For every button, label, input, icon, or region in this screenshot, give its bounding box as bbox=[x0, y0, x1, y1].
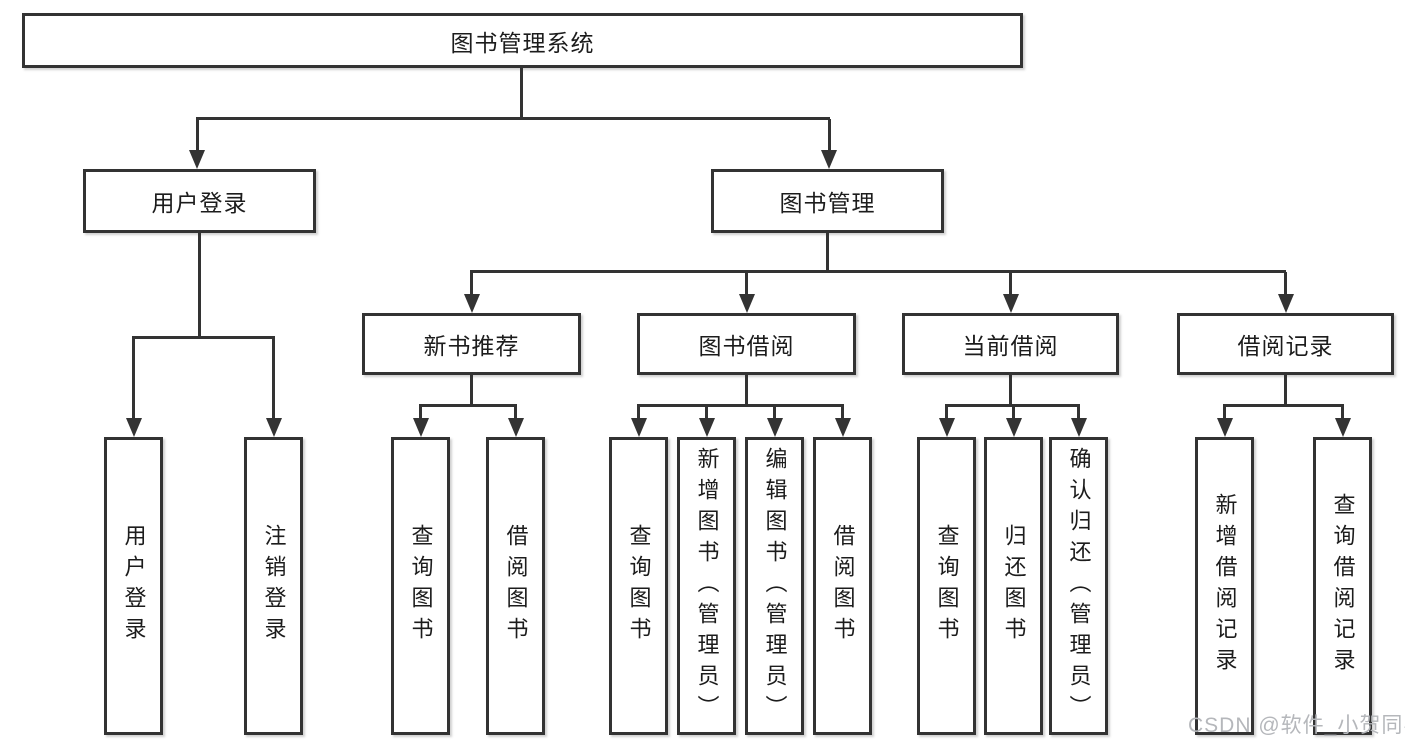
leaf-label: 查询借阅记录 bbox=[1330, 493, 1356, 679]
connector-bus-level3 bbox=[470, 270, 1286, 273]
leaf-label: 新增图书（管理员） bbox=[694, 446, 720, 726]
leaf-label: 归还图书 bbox=[1001, 524, 1027, 648]
leaf-label: 确认归还（管理员） bbox=[1066, 446, 1092, 726]
node-label: 图书借阅 bbox=[698, 333, 795, 359]
node-label: 图书管理 bbox=[779, 190, 876, 216]
arrow-to-leaf-nb-query bbox=[412, 406, 429, 437]
leaf-nb-borrow-books: 借阅图书 bbox=[486, 437, 545, 735]
node-label: 新书推荐 bbox=[423, 333, 520, 359]
node-label: 用户登录 bbox=[151, 190, 248, 216]
leaf-label: 查询图书 bbox=[934, 524, 960, 648]
connector-bus-new-book bbox=[419, 404, 517, 407]
leaf-label: 用户登录 bbox=[121, 524, 147, 648]
leaf-label: 借阅图书 bbox=[503, 524, 529, 648]
leaf-br-add-record: 新增借阅记录 bbox=[1195, 437, 1254, 735]
leaf-label: 查询图书 bbox=[626, 524, 652, 648]
leaf-cb-return-books: 归还图书 bbox=[984, 437, 1043, 735]
leaf-bb-edit-books-admin: 编辑图书（管理员） bbox=[745, 437, 804, 735]
arrow-to-leaf-cb-query bbox=[938, 406, 955, 437]
connector-book-mgmt-stem bbox=[826, 233, 829, 273]
leaf-logout: 注销登录 bbox=[244, 437, 303, 735]
node-label: 图书管理系统 bbox=[450, 29, 595, 56]
arrow-to-current-borrow bbox=[1002, 272, 1019, 313]
arrow-to-leaf-bb-edit bbox=[766, 406, 783, 437]
connector-root-stem bbox=[519, 68, 523, 119]
connector-bus-level2 bbox=[195, 117, 830, 120]
node-current-borrowing: 当前借阅 bbox=[902, 313, 1119, 375]
connector-bus-book-borrow bbox=[637, 404, 844, 407]
arrow-to-leaf-bb-borrow bbox=[834, 406, 851, 437]
node-borrowing-records: 借阅记录 bbox=[1177, 313, 1394, 375]
connector-borrow-record-stem bbox=[1284, 375, 1287, 406]
leaf-user-login: 用户登录 bbox=[104, 437, 163, 735]
arrow-to-leaf-bb-query bbox=[630, 406, 647, 437]
node-new-book-recommend: 新书推荐 bbox=[362, 313, 581, 375]
arrow-to-leaf-logout bbox=[265, 338, 282, 437]
node-user-login: 用户登录 bbox=[83, 169, 316, 233]
arrow-to-leaf-cb-confirm bbox=[1070, 406, 1087, 437]
leaf-cb-query-books: 查询图书 bbox=[917, 437, 976, 735]
arrow-to-leaf-user-login bbox=[125, 338, 142, 437]
arrow-to-book-borrow bbox=[738, 272, 755, 313]
connector-new-book-stem bbox=[470, 375, 473, 406]
leaf-bb-query-books: 查询图书 bbox=[609, 437, 668, 735]
leaf-label: 新增借阅记录 bbox=[1212, 493, 1238, 679]
connector-user-login-stem bbox=[198, 233, 201, 338]
leaf-label: 注销登录 bbox=[261, 524, 287, 648]
leaf-label: 查询图书 bbox=[408, 524, 434, 648]
arrow-to-leaf-cb-return bbox=[1005, 406, 1022, 437]
connector-bus-user-login bbox=[132, 336, 275, 339]
leaf-label: 编辑图书（管理员） bbox=[762, 446, 788, 726]
arrow-to-new-book bbox=[463, 272, 480, 313]
node-label: 当前借阅 bbox=[962, 333, 1059, 359]
arrow-to-leaf-nb-borrow bbox=[507, 406, 524, 437]
arrow-to-book-mgmt bbox=[821, 119, 837, 169]
node-book-borrowing: 图书借阅 bbox=[637, 313, 856, 375]
connector-current-borrow-stem bbox=[1009, 375, 1012, 406]
leaf-nb-query-books: 查询图书 bbox=[391, 437, 450, 735]
leaf-label: 借阅图书 bbox=[830, 524, 856, 648]
leaf-cb-confirm-return-admin: 确认归还（管理员） bbox=[1049, 437, 1108, 735]
leaf-br-query-record: 查询借阅记录 bbox=[1313, 437, 1372, 735]
node-library-system: 图书管理系统 bbox=[22, 13, 1023, 68]
leaf-bb-add-books-admin: 新增图书（管理员） bbox=[677, 437, 736, 735]
connector-bus-borrow-record bbox=[1223, 404, 1344, 407]
leaf-bb-borrow-books: 借阅图书 bbox=[813, 437, 872, 735]
connector-book-borrow-stem bbox=[745, 375, 748, 406]
node-book-management: 图书管理 bbox=[711, 169, 944, 233]
arrow-to-user-login bbox=[189, 119, 205, 169]
arrow-to-leaf-bb-add bbox=[698, 406, 715, 437]
node-label: 借阅记录 bbox=[1237, 333, 1334, 359]
arrow-to-leaf-br-query bbox=[1334, 406, 1351, 437]
connector-bus-current-borrow bbox=[945, 404, 1080, 407]
watermark: CSDN @软件_小贺同学 bbox=[1188, 714, 1405, 737]
arrow-to-borrow-record bbox=[1277, 272, 1294, 313]
arrow-to-leaf-br-add bbox=[1216, 406, 1233, 437]
